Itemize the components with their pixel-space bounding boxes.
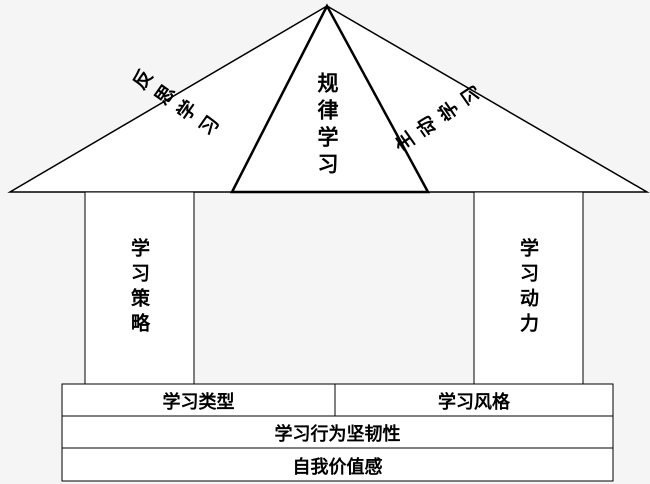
roof-center-section: [229, 3, 431, 194]
foundation-row-3-label: 自我价值感: [292, 457, 383, 478]
foundation-row-3: [61, 447, 614, 482]
left-pillar-label: 学习策略: [128, 238, 150, 338]
left-pillar: [84, 191, 195, 385]
foundation-row-1-right-label: 学习风格: [438, 392, 510, 413]
foundation-row-1-left-label: 学习类型: [162, 392, 235, 413]
foundation-row-1-right: [334, 383, 614, 417]
right-pillar-label: 学习动力: [517, 238, 539, 338]
roof-center-label: 规律学习: [315, 72, 339, 180]
foundation-row-1-left: [61, 383, 336, 417]
foundation-row-2-label: 学习行为坚韧性: [274, 424, 401, 445]
foundation-row-2: [61, 415, 614, 449]
